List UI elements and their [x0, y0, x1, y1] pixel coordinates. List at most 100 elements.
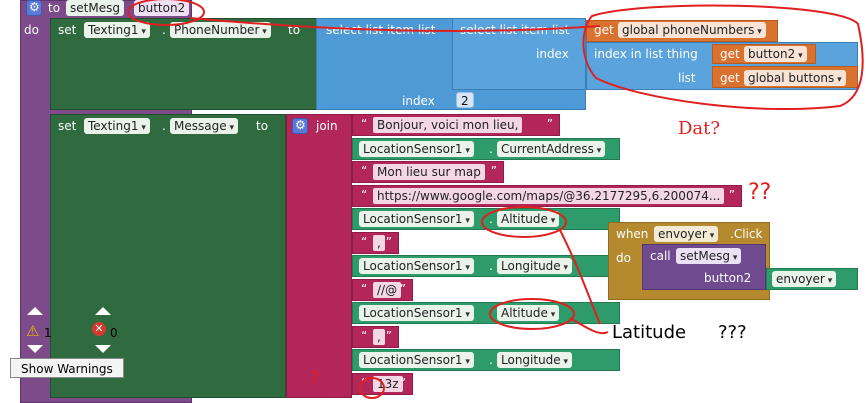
join-text-block[interactable]: “ Bonjour, voici mon lieu, ”	[352, 114, 560, 136]
close-quote-icon: ”	[385, 235, 392, 249]
select-outer-label: select list item list	[326, 23, 436, 37]
join-text-block[interactable]: “,”	[352, 326, 399, 348]
close-quote-icon: ”	[399, 376, 406, 390]
sensor-property-dropdown[interactable]: Longitude	[497, 352, 573, 368]
procedure-to-label: to	[48, 1, 61, 15]
index-in-list-label: index in list thing	[594, 47, 698, 61]
join-sensor-block[interactable]: LocationSensor1. Longitude	[352, 255, 620, 277]
sensor-property-dropdown[interactable]: Altitude	[497, 305, 560, 321]
sensor-component-dropdown[interactable]: LocationSensor1	[359, 258, 474, 274]
call-label: call	[650, 249, 671, 263]
annotation-qqq: ???	[718, 322, 747, 343]
open-quote-icon: “	[361, 376, 368, 390]
sensor-property-dropdown[interactable]: Longitude	[497, 258, 573, 274]
warn-down-arrow-icon[interactable]	[27, 345, 43, 353]
set1-property-dropdown[interactable]: PhoneNumber	[170, 22, 271, 38]
set1-component-dropdown[interactable]: Texting1	[84, 22, 150, 38]
global-buttons-dropdown[interactable]: global buttons	[744, 70, 846, 86]
set2-set-label: set	[58, 119, 77, 133]
event-component-dropdown[interactable]: envoyer	[654, 226, 719, 242]
get1-label: get	[594, 23, 614, 37]
close-quote-icon: ”	[546, 117, 553, 131]
set-message-block[interactable]	[50, 114, 286, 398]
select-inner-label: select list item list	[460, 23, 570, 37]
warn-up-arrow-icon[interactable]	[27, 307, 43, 315]
open-quote-icon: “	[361, 235, 368, 249]
sensor-dot: .	[489, 142, 493, 156]
join-text-value[interactable]: ,	[373, 329, 385, 345]
event-when-label: when	[616, 227, 649, 241]
call-proc-dropdown[interactable]: setMesg	[676, 248, 742, 264]
show-warnings-button[interactable]: Show Warnings	[10, 358, 124, 378]
annotation-qq: ??	[748, 180, 772, 205]
annotation-q: ?	[310, 368, 320, 389]
sensor-dot: .	[489, 259, 493, 273]
open-quote-icon: “	[361, 282, 368, 296]
error-up-arrow-icon[interactable]	[95, 307, 111, 315]
sensor-property-dropdown[interactable]: Altitude	[497, 211, 560, 227]
sensor-component-dropdown[interactable]: LocationSensor1	[359, 141, 474, 157]
list-label: list	[678, 71, 696, 85]
select-index-label: index	[536, 47, 569, 61]
join-label: join	[316, 119, 338, 133]
set2-dot: .	[162, 119, 166, 133]
sensor-component-dropdown[interactable]: LocationSensor1	[359, 211, 474, 227]
join-sensor-block[interactable]: LocationSensor1. Altitude	[352, 302, 620, 324]
procedure-name-field[interactable]: setMesg	[66, 0, 124, 16]
error-down-arrow-icon[interactable]	[95, 345, 111, 353]
event-name-label: .Click	[730, 227, 763, 241]
procedure-mutator-gear-icon[interactable]	[26, 0, 42, 16]
button2-var-dropdown[interactable]: button2	[744, 46, 807, 62]
set1-to-label: to	[288, 23, 301, 37]
join-text-value[interactable]: Mon lieu sur map	[373, 164, 485, 180]
sensor-dot: .	[489, 306, 493, 320]
outer-index-label: index	[402, 94, 435, 108]
get3-label: get	[720, 71, 740, 85]
warning-triangle-icon: ⚠	[26, 322, 40, 340]
join-text-block[interactable]: “ //@”	[352, 279, 413, 301]
event-do-label: do	[616, 251, 631, 265]
join-text-value[interactable]: https://www.google.com/maps/@36.2177295,…	[373, 188, 725, 204]
close-quote-icon: ”	[490, 164, 497, 178]
join-text-value[interactable]: ,	[373, 235, 385, 251]
join-text-value[interactable]: 13z	[373, 376, 403, 392]
close-quote-icon: ”	[728, 188, 735, 202]
sensor-component-dropdown[interactable]: LocationSensor1	[359, 352, 474, 368]
join-sensor-block[interactable]: LocationSensor1. CurrentAddress	[352, 138, 620, 160]
sensor-dot: .	[489, 353, 493, 367]
join-sensor-block[interactable]: LocationSensor1. Longitude	[352, 349, 620, 371]
warning-count: 1	[44, 326, 52, 340]
join-block[interactable]	[286, 114, 352, 398]
join-text-block[interactable]: “https://www.google.com/maps/@36.2177295…	[352, 185, 742, 207]
call-arg-label: button2	[704, 271, 752, 285]
join-text-block[interactable]: “ Mon lieu sur map ”	[352, 161, 504, 183]
open-quote-icon: “	[361, 329, 368, 343]
set1-dot: .	[162, 23, 166, 37]
set2-component-dropdown[interactable]: Texting1	[84, 118, 150, 134]
join-mutator-gear-icon[interactable]	[292, 118, 308, 134]
error-circle-icon: ✕	[92, 322, 106, 336]
annotation-dat: Dat?	[678, 118, 721, 139]
sensor-dot: .	[489, 212, 493, 226]
join-text-value[interactable]: //@	[373, 282, 402, 298]
global-phonenumbers-dropdown[interactable]: global phoneNumbers	[618, 22, 766, 38]
close-quote-icon: ”	[385, 329, 392, 343]
join-sensor-block[interactable]: LocationSensor1. Altitude	[352, 208, 620, 230]
procedure-param-button2[interactable]: button2	[134, 0, 190, 16]
annotation-latitude: Latitude	[612, 322, 687, 343]
envoyer-component-dropdown[interactable]: envoyer	[772, 271, 837, 287]
join-text-value[interactable]: Bonjour, voici mon lieu,	[373, 117, 523, 133]
join-text-block[interactable]: “ 13z”	[352, 373, 413, 395]
open-quote-icon: “	[361, 117, 368, 131]
join-text-block[interactable]: “,”	[352, 232, 399, 254]
sensor-component-dropdown[interactable]: LocationSensor1	[359, 305, 474, 321]
sensor-property-dropdown[interactable]: CurrentAddress	[497, 141, 606, 157]
set1-set-label: set	[58, 23, 77, 37]
index-number-field[interactable]: 2	[456, 92, 474, 108]
set2-to-label: to	[256, 119, 269, 133]
open-quote-icon: “	[361, 164, 368, 178]
set2-property-dropdown[interactable]: Message	[170, 118, 238, 134]
get2-label: get	[720, 47, 740, 61]
close-quote-icon: ”	[399, 282, 406, 296]
procedure-do-label: do	[24, 23, 39, 37]
